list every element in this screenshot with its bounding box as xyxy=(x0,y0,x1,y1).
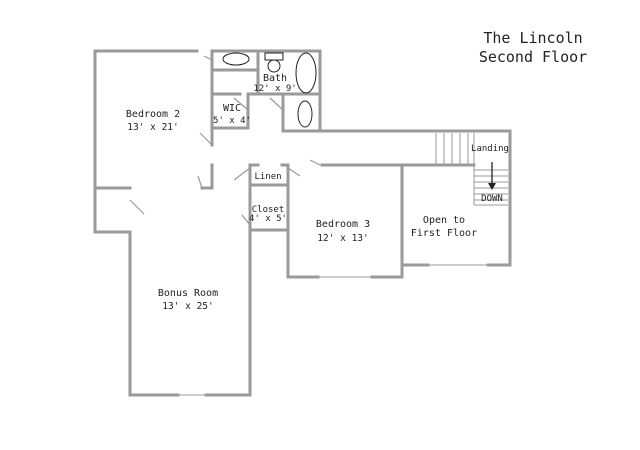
room-bonus-name: Bonus Room xyxy=(158,288,218,299)
room-bedroom3-name: Bedroom 3 xyxy=(316,219,370,230)
room-bedroom3-size: 12' x 13' xyxy=(317,233,368,244)
open-area-line2: First Floor xyxy=(411,228,477,239)
room-bath-name: Bath xyxy=(263,73,287,84)
walls xyxy=(93,49,512,397)
room-bath-size: 12' x 9' xyxy=(253,84,296,94)
room-bedroom2-size: 13' x 21' xyxy=(127,122,178,133)
down-arrow-icon xyxy=(488,162,496,190)
room-bedroom2-name: Bedroom 2 xyxy=(126,109,180,120)
shower-icon xyxy=(297,100,313,128)
plan-title-line2: Second Floor xyxy=(479,48,587,66)
bathtub-icon xyxy=(295,52,317,94)
door-swings xyxy=(129,55,488,396)
room-bonus-size: 13' x 25' xyxy=(162,301,213,312)
plan-title-line1: The Lincoln xyxy=(483,29,582,47)
room-linen-name: Linen xyxy=(254,172,281,182)
room-closet-name: Closet xyxy=(252,205,285,215)
open-area-line1: Open to xyxy=(423,215,465,226)
staircase xyxy=(435,133,508,206)
bathroom-sink-icon xyxy=(222,52,250,66)
stairs-landing-label: Landing xyxy=(471,144,509,154)
room-wic-name: WIC xyxy=(223,103,241,114)
room-closet-size: 4' x 5' xyxy=(249,214,287,224)
room-wic-size: 5' x 4' xyxy=(213,116,251,126)
toilet-icon xyxy=(264,52,284,73)
stairs-down-label: DOWN xyxy=(481,194,503,204)
